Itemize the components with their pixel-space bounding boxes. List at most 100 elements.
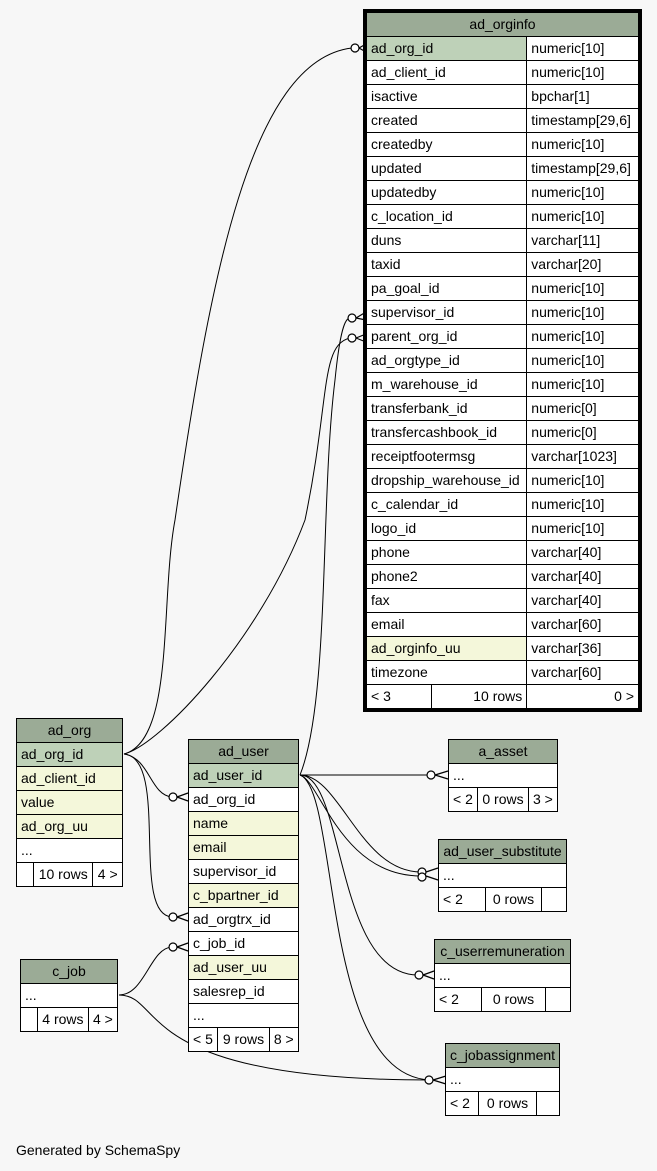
column-row[interactable]: c_bpartner_id [188,883,299,908]
column-name: receiptfootermsg [365,444,528,469]
column-name: c_bpartner_id [188,883,299,908]
column-row[interactable]: ... [188,1003,299,1028]
column-row[interactable]: name [188,811,299,836]
table-header[interactable]: a_asset [448,739,558,764]
column-row[interactable]: ... [444,1067,561,1092]
parents-link[interactable]: < 2 [434,987,482,1012]
column-name: ad_user_id [188,763,299,788]
column-row[interactable]: ad_org_id [188,787,299,812]
column-row[interactable]: ad_user_id [188,763,299,788]
table-a-asset[interactable]: a_asset ... < 2 0 rows 3 > [447,739,559,812]
table-ad-user-substitute[interactable]: ad_user_substitute ... < 2 0 rows [438,839,567,912]
column-row[interactable]: ... [438,863,567,888]
column-name: ... [20,983,118,1008]
column-row[interactable]: ... [448,763,558,788]
table-header[interactable]: c_jobassignment [444,1043,561,1068]
column-row[interactable]: ad_org_uu [16,814,123,839]
column-name: name [188,811,299,836]
column-row[interactable]: salesrep_id [188,979,299,1004]
column-name: phone [365,540,528,565]
column-row[interactable]: ... [20,983,118,1008]
column-name: fax [365,588,528,613]
parents-link[interactable]: < 3 [366,684,432,709]
column-row[interactable]: supervisor_id [188,859,299,884]
table-c-jobassignment[interactable]: c_jobassignment ... < 2 0 rows [444,1043,561,1116]
column-row[interactable]: ... [434,963,571,988]
column-type: numeric[10] [526,180,639,205]
table-footer: 10 rows 4 > [16,862,123,887]
children-link[interactable] [541,887,567,912]
parents-link[interactable]: < 2 [447,787,479,812]
table-footer: 4 rows 4 > [20,1007,119,1032]
table-ad-user[interactable]: ad_user ad_user_id ad_org_id name email … [187,739,300,1052]
table-c-userremuneration[interactable]: c_userremuneration ... < 2 0 rows [434,939,571,1012]
column-row[interactable]: ad_org_id [16,742,123,767]
table-header[interactable]: ad_user [188,739,299,764]
children-link[interactable]: 0 > [526,684,639,709]
column-row[interactable]: value [16,790,123,815]
parents-link[interactable] [16,862,34,887]
table-header[interactable]: c_userremuneration [434,939,571,964]
generated-by-label: Generated by SchemaSpy [16,1142,181,1158]
parents-link[interactable] [20,1007,38,1032]
parents-link[interactable]: < 2 [445,1091,479,1116]
parents-link[interactable]: < 2 [438,887,486,912]
children-link[interactable]: 8 > [268,1027,300,1052]
column-name: timezone [365,660,528,685]
table-header[interactable]: ad_orginfo [366,12,639,37]
table-header[interactable]: ad_user_substitute [438,839,567,864]
table-c-job[interactable]: c_job ... 4 rows 4 > [20,959,119,1032]
column-type: varchar[60] [526,660,639,685]
column-name: ... [188,1003,299,1028]
column-row[interactable]: ... [16,838,123,863]
column-name: ad_orgtrx_id [188,907,299,932]
children-link[interactable] [545,987,571,1012]
table-ad-org[interactable]: ad_org ad_org_id ad_client_id value ad_o… [16,718,123,887]
table-header[interactable]: ad_org [16,718,123,743]
children-link[interactable]: 4 > [87,1007,119,1032]
column-type: timestamp[29,6] [526,108,639,133]
column-row[interactable]: c_job_id [188,931,299,956]
column-name: ad_user_uu [188,955,299,980]
column-type: numeric[0] [526,420,639,445]
parents-link[interactable]: < 5 [187,1027,219,1052]
column-row[interactable]: ad_user_uu [188,955,299,980]
children-link[interactable]: 3 > [527,787,559,812]
table-header[interactable]: c_job [20,959,118,984]
link-ad-user-c-job [118,946,173,996]
column-row[interactable]: ad_orgtrx_id [188,907,299,932]
column-row[interactable]: email [188,835,299,860]
children-link[interactable] [536,1091,561,1116]
children-link[interactable]: 4 > [92,862,123,887]
link-c-jobassignment-job [118,994,431,1081]
column-row[interactable]: ad_client_id [16,766,123,791]
